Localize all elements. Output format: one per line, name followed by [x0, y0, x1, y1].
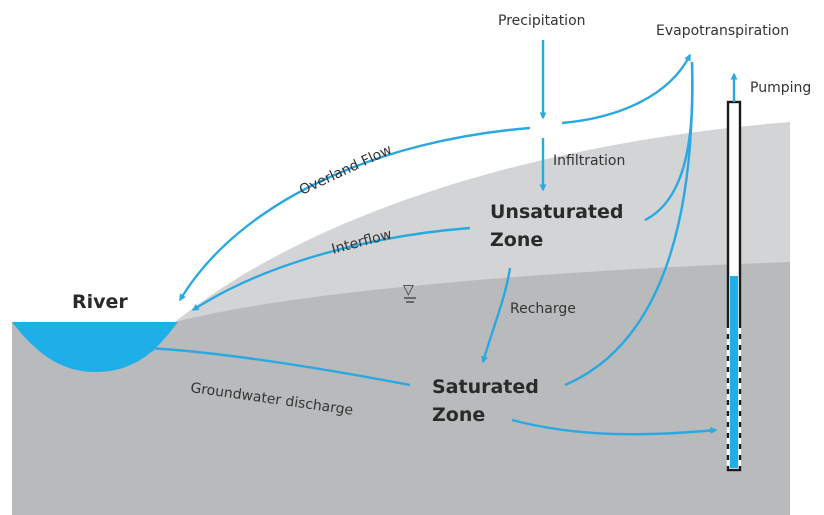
evap-from-surface-arrow	[561, 53, 692, 125]
flow-arrows	[146, 40, 738, 436]
groundwater-discharge-arrow	[146, 344, 411, 387]
svg-text:▽: ▽	[403, 282, 414, 298]
saturated-zone-label-line1: Saturated	[432, 376, 539, 398]
recharge-arrow	[481, 267, 512, 364]
unsaturated-zone-label-line2: Zone	[490, 229, 543, 251]
overland-flow-label: Overland Flow	[297, 142, 395, 199]
river-label: River	[72, 291, 128, 313]
infiltration-label: Infiltration	[553, 153, 625, 169]
unsaturated-zone-label-line1: Unsaturated	[490, 201, 623, 223]
overland-flow-arrow	[178, 126, 531, 302]
evapotranspiration-label: Evapotranspiration	[656, 23, 789, 39]
pumping-well	[726, 100, 742, 472]
precipitation-label: Precipitation	[498, 13, 586, 29]
evap-from-saturated-arrow	[564, 61, 694, 387]
recharge-label: Recharge	[510, 301, 576, 317]
river-water	[12, 322, 178, 372]
saturated-zone-label-line2: Zone	[432, 404, 485, 426]
water-table-symbol: ▽	[403, 282, 416, 303]
flow-to-well-arrow	[511, 418, 718, 436]
pumping-label: Pumping	[750, 80, 811, 96]
saturated-zone-area	[12, 262, 790, 515]
interflow-arrow	[191, 226, 471, 312]
